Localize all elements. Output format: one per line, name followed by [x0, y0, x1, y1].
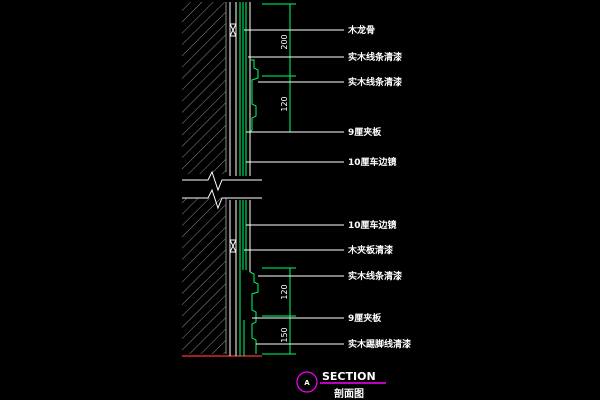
upper-dim-label-1: 200	[280, 34, 289, 49]
upper-callout-label: 实木线条清漆	[348, 51, 402, 63]
upper-break-line	[182, 170, 262, 192]
section-mark-letter: A	[304, 379, 310, 387]
upper-timber-x2	[229, 23, 237, 37]
upper-callout-label: 10厘车边镜	[348, 156, 397, 168]
lower-callout-label: 实木踢脚线清漆	[348, 338, 411, 350]
upper-timber-block	[229, 23, 237, 37]
section-title: SECTION	[322, 370, 376, 383]
section-mark-circle	[296, 371, 318, 393]
upper-dim-label-2: 120	[280, 96, 289, 111]
lower-break-line	[182, 188, 262, 210]
lower-moulding-profile	[249, 271, 259, 354]
lower-timber-x2	[229, 239, 237, 253]
dimension-group: 200 120 120 150	[262, 3, 296, 355]
upper-callout-label: 木龙骨	[347, 24, 375, 36]
lower-dim-label-1: 120	[280, 284, 289, 299]
section-subtitle: 剖面图	[334, 387, 364, 400]
upper-wall-section	[182, 2, 262, 192]
upper-moulding-profile	[249, 59, 259, 133]
lower-timber-block	[229, 239, 237, 253]
lower-dim-label-2: 150	[280, 327, 289, 342]
lower-callout-label: 木夹板清漆	[347, 244, 393, 256]
lower-callout-label: 实木线条清漆	[348, 270, 402, 282]
lower-callout-group: 10厘车边镜 木夹板清漆 实木线条清漆 9厘夹板 实木踢脚线清漆	[244, 219, 411, 350]
lower-callout-label: 10厘车边镜	[348, 219, 397, 231]
section-title-block: A SECTION 剖面图	[296, 370, 386, 400]
lower-wall-section	[182, 188, 262, 357]
upper-callout-label: 9厘夹板	[348, 126, 382, 138]
upper-wall-hatch	[182, 2, 226, 174]
upper-callout-label: 实木线条清漆	[348, 76, 402, 88]
upper-callout-group: 木龙骨 实木线条清漆 实木线条清漆 9厘夹板 10厘车边镜	[244, 24, 402, 168]
lower-callout-label: 9厘夹板	[348, 312, 382, 324]
lower-wall-hatch	[182, 198, 226, 354]
